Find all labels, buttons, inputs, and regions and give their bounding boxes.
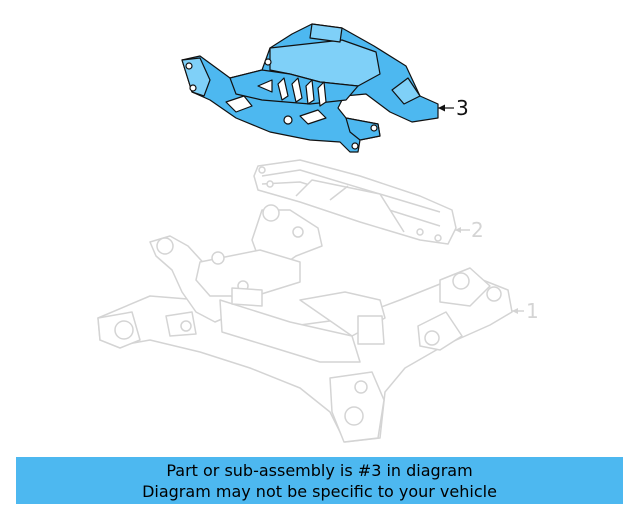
callout-2: 2 (471, 218, 484, 242)
subframe-part-1 (97, 204, 513, 443)
banner-line-2: Diagram may not be specific to your vehi… (142, 482, 497, 501)
parts-diagram: 1 2 3 (97, 23, 539, 443)
callout-1: 1 (526, 299, 539, 323)
brace-part-2 (253, 159, 457, 245)
banner-line-1: Part or sub-assembly is #3 in diagram (166, 461, 473, 480)
callout-3: 3 (456, 96, 469, 120)
shield-part-3 (181, 23, 439, 153)
info-banner: Part or sub-assembly is #3 in diagram Di… (16, 457, 623, 504)
